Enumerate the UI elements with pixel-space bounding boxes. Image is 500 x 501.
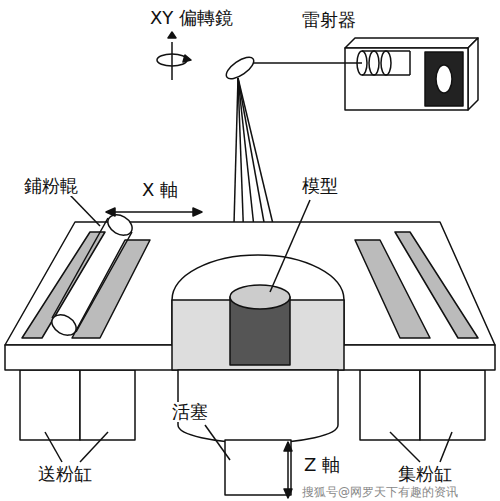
laser-rod (362, 50, 410, 52)
feed-cylinder (20, 370, 80, 440)
title-label: XY 偏轉鏡 (148, 8, 235, 28)
arrow-head (193, 208, 202, 216)
xy-mirror (223, 53, 257, 83)
powder-slot (395, 232, 478, 338)
piston-rod (225, 440, 291, 495)
part-label: 雷射器 (300, 10, 358, 30)
collect-cylinder (420, 370, 485, 440)
laser-top (345, 38, 478, 48)
laser-beam (250, 62, 362, 64)
arrow-head (284, 489, 292, 498)
axis-label: Z 軸 (302, 455, 342, 475)
leader-line (70, 195, 100, 226)
leader-line (390, 432, 420, 462)
roller-edge (52, 218, 108, 318)
roller-end (48, 311, 80, 340)
leader-line (440, 432, 452, 462)
roller-end (104, 211, 136, 240)
laser-rod (362, 74, 410, 76)
leader-line (45, 432, 62, 462)
leader-line (205, 425, 230, 460)
laser-side (468, 38, 478, 110)
part-label: 鋪粉輥 (22, 176, 80, 196)
leader-line (80, 432, 108, 462)
roller-edge (76, 232, 132, 332)
part-label: 模型 (300, 176, 340, 196)
arrow-head (284, 442, 292, 451)
arrow-head (106, 208, 115, 216)
laser-optic (381, 51, 391, 75)
axis-label: X 軸 (140, 180, 180, 200)
feed-cylinder (80, 370, 135, 440)
rotation-arrow (183, 55, 191, 62)
z-axis-arrow (287, 448, 289, 492)
laser-body (345, 48, 468, 110)
laser-rod (409, 51, 411, 75)
part-label: 活塞 (170, 402, 210, 422)
rotation-arrow (168, 32, 176, 38)
rotation-axis (171, 42, 173, 80)
part-label: 送粉缸 (36, 464, 94, 484)
powder-slot (72, 240, 150, 338)
model-top (230, 285, 290, 309)
collect-cylinder (360, 370, 420, 440)
laser-front (425, 52, 463, 106)
laser-lens (436, 65, 452, 93)
watermark: 搜狐号@网罗天下有趣的资讯 (300, 486, 460, 499)
x-axis-arrow (112, 211, 196, 213)
laser-optic (369, 51, 379, 75)
part-label: 集粉缸 (396, 464, 454, 484)
leader-line (270, 200, 310, 292)
